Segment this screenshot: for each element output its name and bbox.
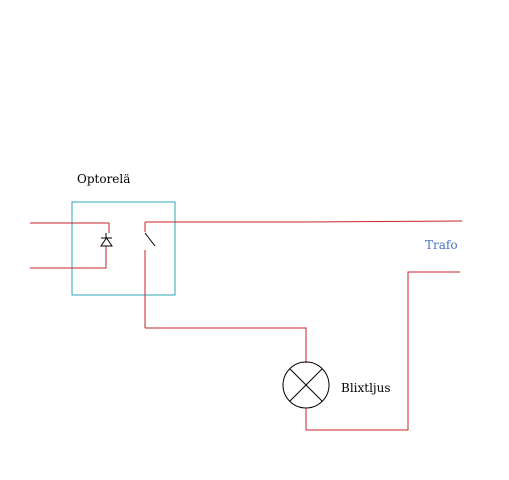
input-wire-bottom bbox=[30, 246, 107, 269]
trafo-label: Trafo bbox=[425, 238, 458, 252]
switch-blade bbox=[144, 232, 156, 247]
input-wire-top bbox=[30, 222, 110, 233]
led-diode-icon bbox=[100, 233, 113, 247]
blixtljus-label: Blixtljus bbox=[341, 381, 391, 395]
trafo-wire-top bbox=[145, 220, 463, 223]
lamp-wire-top bbox=[145, 327, 307, 363]
lamp-icon bbox=[282, 361, 330, 409]
optorelay-box bbox=[71, 201, 176, 296]
trafo-wire-bottom bbox=[305, 271, 460, 431]
optorele-label: Optorelä bbox=[77, 172, 131, 186]
